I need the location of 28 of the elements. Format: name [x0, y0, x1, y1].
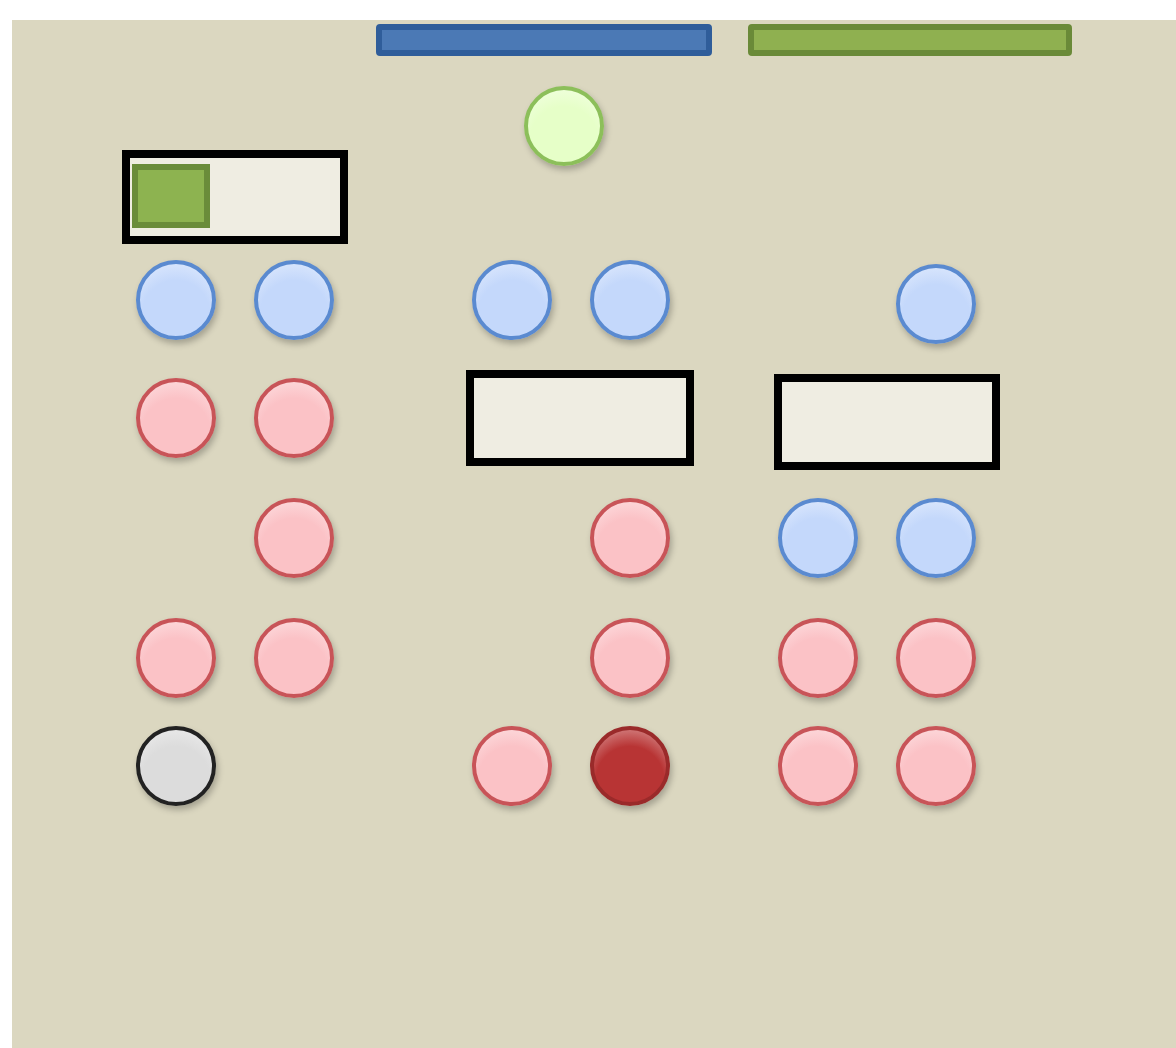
- token: [254, 498, 334, 578]
- token: [136, 378, 216, 458]
- bar: [748, 24, 1072, 56]
- token: [136, 260, 216, 340]
- rectangle-frame: [466, 370, 694, 466]
- token: [590, 618, 670, 698]
- token: [136, 726, 216, 806]
- square-marker: [132, 164, 210, 228]
- token: [590, 726, 670, 806]
- token: [590, 498, 670, 578]
- token: [472, 726, 552, 806]
- token: [778, 618, 858, 698]
- bar: [376, 24, 712, 56]
- token: [896, 264, 976, 344]
- token: [590, 260, 670, 340]
- token: [896, 498, 976, 578]
- token: [778, 498, 858, 578]
- rectangle-frame: [774, 374, 1000, 470]
- token: [254, 618, 334, 698]
- token: [896, 726, 976, 806]
- token: [778, 726, 858, 806]
- token: [524, 86, 604, 166]
- token: [896, 618, 976, 698]
- rectangle-frame: [122, 150, 348, 244]
- token: [472, 260, 552, 340]
- token: [254, 260, 334, 340]
- token: [136, 618, 216, 698]
- token: [254, 378, 334, 458]
